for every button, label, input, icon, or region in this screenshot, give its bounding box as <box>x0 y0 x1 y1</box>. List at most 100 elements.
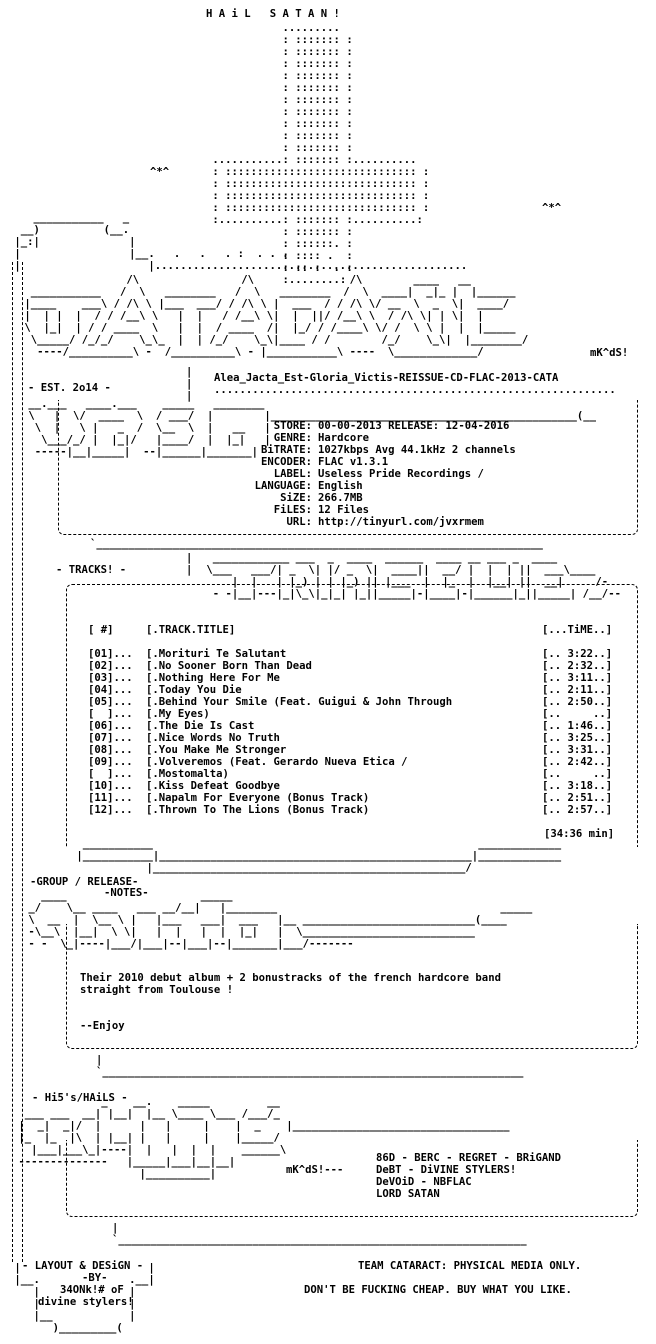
bat-art: ^*^ <box>150 166 170 178</box>
artist-tag: mK^dS! <box>590 347 629 359</box>
track-list: [01]...[.Morituri Te Salutant[.. 3:22..]… <box>88 648 632 816</box>
info-key: ENCODER: <box>260 456 312 468</box>
left-frame-line <box>22 262 24 1262</box>
info-value: Hardcore <box>318 432 370 444</box>
track-title: [.Behind Your Smile (Feat. Guigui & John… <box>146 696 453 708</box>
track-time: [.. 3:31..] <box>542 744 613 756</box>
info-row: ENCODER: FLAC v1.3.1 <box>80 456 516 468</box>
info-row: FiLES: 12 Files <box>80 504 516 516</box>
info-key: FiLES: <box>273 504 312 516</box>
footer-note: TEAM CATARACT: PHYSICAL MEDIA ONLY. <box>358 1260 582 1272</box>
track-time: [.. 2:11..] <box>542 684 613 696</box>
divider: | `_____________________________________… <box>96 1054 524 1078</box>
info-row: BiTRATE:1027kbps Avg 44.1kHz 2 channels <box>80 444 516 456</box>
info-row: LABEL:Useless Pride Recordings / <box>80 468 516 480</box>
list-item: [ ]...[.My Eyes)[.. ..] <box>88 708 632 720</box>
track-title: [.Thrown To The Lions (Bonus Track) <box>146 804 370 816</box>
track-time: [.. ..] <box>542 708 613 720</box>
track-title: [.Napalm For Everyone (Bonus Track) <box>146 792 370 804</box>
list-item: [01]...[.Morituri Te Salutant[.. 3:22..] <box>88 648 632 660</box>
tracks-label: - TRACKS! - <box>56 564 127 576</box>
track-num: [ ]... <box>88 708 133 720</box>
info-logo-art: __.___ ____.___ _____ ________ \ | \/ __… <box>28 398 597 458</box>
track-time: [.. 3:11..] <box>542 672 613 684</box>
list-item: [11]...[.Napalm For Everyone (Bonus Trac… <box>88 792 632 804</box>
track-title: [.Mostomalta) <box>146 768 229 780</box>
info-value: FLAC v1.3.1 <box>318 456 389 468</box>
track-time: [.. 3:25..] <box>542 732 613 744</box>
notes-box <box>66 924 638 1049</box>
greets-text: DeBT - DiVINE STYLERS! <box>376 1164 517 1176</box>
col-header-num: [ #] <box>88 624 114 636</box>
list-item: [04]...[.Today You Die[.. 2:11..] <box>88 684 632 696</box>
greets-text: DeVOiD - NBFLAC <box>376 1176 472 1188</box>
info-value: Useless Pride Recordings / <box>318 468 484 480</box>
total-time: [34:36 min] <box>544 828 615 840</box>
credits-author: 34ONk!# oF <box>60 1284 124 1296</box>
track-time: [.. 3:22..] <box>542 648 613 660</box>
divider: | | | <box>186 366 193 402</box>
credits-group: divine stylers! <box>38 1296 134 1308</box>
track-title: [.Nice Words No Truth <box>146 732 280 744</box>
track-time: [.. 2:42..] <box>542 756 613 768</box>
credits-label: -BY- <box>82 1272 108 1284</box>
info-value: English <box>318 480 363 492</box>
track-title: [.Volveremos (Feat. Gerardo Nueva Etica … <box>146 756 408 768</box>
list-item: [07]... [.Nice Words No Truth [.. 3:25..] <box>88 732 632 744</box>
tracks-bottom-art: ___________ _____________ |___________|_… <box>76 838 562 874</box>
track-title: [.Morituri Te Salutant <box>146 648 287 660</box>
list-item: [06]...[.The Die Is Cast[.. 1:46..] <box>88 720 632 732</box>
hails-label: - Hi5's/HAiLS - <box>32 1092 128 1104</box>
track-time: [.. 2:32..] <box>542 660 613 672</box>
info-table: STORE: 00-00-2013 RELEASE: 12-04-2016 GEN… <box>80 420 516 528</box>
page-title: H A i L S A T A N ! <box>206 8 340 20</box>
footer-note: DON'T BE FUCKING CHEAP. BUY WHAT YOU LIK… <box>304 1284 572 1296</box>
info-key: LANGUAGE: <box>254 480 312 492</box>
info-key: GENRE: <box>273 432 312 444</box>
bat-art: ^*^ <box>542 202 562 214</box>
info-row: GENRE: Hardcore <box>80 432 516 444</box>
list-item: [10]...[.Kiss Defeat Goodbye[.. 3:18..] <box>88 780 632 792</box>
track-title: [.Kiss Defeat Goodbye <box>146 780 280 792</box>
info-key: SiZE: <box>280 492 312 504</box>
info-row: URL:http://tinyurl.com/jvxrmem <box>80 516 516 528</box>
inverted-cross-art: ......... : ::::::: : : ::::::: : : ::::… <box>212 22 430 286</box>
track-num: [02]... <box>88 660 133 672</box>
info-value: 1027kbps Avg 44.1kHz 2 channels <box>318 444 516 456</box>
track-title: [.You Make Me Stronger <box>146 744 287 756</box>
artist-tag: mK^dS!--- <box>286 1164 344 1176</box>
track-num: [12]... <box>88 804 133 816</box>
track-title: [.The Die Is Cast <box>146 720 255 732</box>
track-num: [04]... <box>88 684 133 696</box>
divider: `_______________________________________… <box>90 538 543 550</box>
list-item: [08]...[.You Make Me Stronger[.. 3:31..] <box>88 744 632 756</box>
info-value: 12 Files <box>318 504 370 516</box>
notes-text: straight from Toulouse ! <box>80 984 234 996</box>
info-value: 266.7MB <box>318 492 363 504</box>
hails-box <box>66 1140 638 1217</box>
info-value: 00-00-2013 RELEASE: 12-04-2016 <box>318 420 510 432</box>
notes-text: Their 2010 debut album + 2 bonustracks o… <box>80 972 501 984</box>
list-item: [ ]...[.Mostomalta)[.. ..] <box>88 768 632 780</box>
col-header-title: [.TRACK.TITLE] <box>146 624 236 636</box>
greets-text: LORD SATAN <box>376 1188 440 1200</box>
cataract-logo-art: /\ /\ /\ ____ __ ___________ / \ _______… <box>24 274 529 358</box>
notes-text: --Enjoy <box>80 1020 125 1032</box>
info-key: STORE: <box>273 420 312 432</box>
track-num: [07]... <box>88 732 133 744</box>
list-item: [03]...[.Nothing Here For Me[.. 3:11..] <box>88 672 632 684</box>
track-time: [.. 3:18..] <box>542 780 613 792</box>
col-header-time: [...TiME..] <box>542 624 613 636</box>
track-time: [.. ..] <box>542 768 613 780</box>
notes-label: -GROUP / RELEASE- <box>30 876 139 888</box>
greets-text: 86D - BERC - REGRET - BRiGAND <box>376 1152 561 1164</box>
left-frame-line <box>12 262 14 1262</box>
track-title: [.Nothing Here For Me <box>146 672 280 684</box>
track-num: [09]... <box>88 756 133 768</box>
tracks-header: [ #] [.TRACK.TITLE] [...TiME..] <box>88 624 632 636</box>
info-key: URL: <box>286 516 312 528</box>
release-name: Alea_Jacta_Est-Gloria_Victis-REISSUE-CD-… <box>214 372 559 384</box>
track-time: [.. 2:50..] <box>542 696 613 708</box>
track-num: [06]... <box>88 720 133 732</box>
divider: | `_____________________________________… <box>112 1222 527 1246</box>
